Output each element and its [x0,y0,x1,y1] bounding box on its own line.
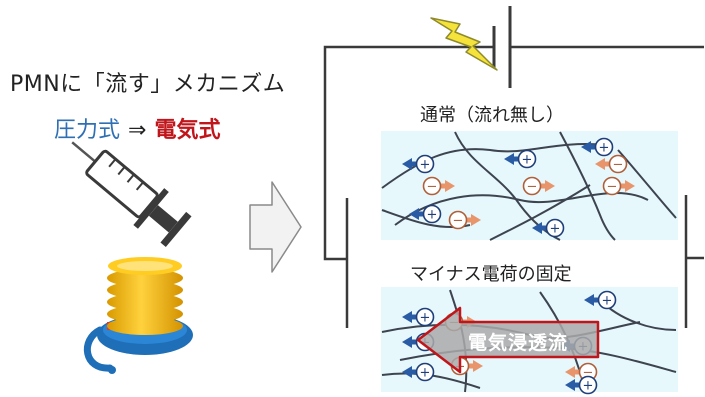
mechanism-title: PMNに「流す」メカニズム [10,72,286,97]
ion-direction-arrow [565,366,575,378]
ion-arrow-shaft [419,211,423,217]
plus-sign: + [420,158,431,173]
ion-circle [415,307,435,327]
electric-method-label: 電気式 [154,118,221,143]
plus-sign: + [420,311,431,326]
ion-arrow-shaft [412,314,416,320]
minus-sign: − [453,214,464,229]
ion-arrow-shaft [591,144,595,150]
plus-sign: + [583,379,594,394]
ion-circle [602,176,622,196]
ion-circle [578,375,598,395]
ion-direction-arrow [565,379,575,391]
ion-arrow-shaft [469,363,473,369]
ion-direction-arrow [409,208,419,220]
ion-direction-arrow [504,153,514,165]
ion-direction-arrow [595,158,605,170]
positive-ion: + [402,154,435,174]
negative-ion: − [448,210,481,230]
ion-circle [597,290,617,310]
ion-arrow-shaft [542,225,546,231]
ion-circle [608,154,628,174]
positive-ion: + [584,290,617,310]
ion-direction-arrow [545,180,555,192]
ion-arrow-shaft [605,161,609,167]
ion-arrow-shaft [621,183,625,189]
plus-sign: + [599,141,610,156]
ion-circle [415,362,435,382]
negative-ion: − [422,176,455,196]
lightning-bolt-icon [430,17,498,71]
ion-direction-arrow [584,294,594,306]
positive-ion: + [402,307,435,327]
plus-sign: + [550,222,561,237]
ion-arrow-shaft [575,369,579,375]
ion-direction-arrow [445,180,455,192]
ion-direction-arrow [532,222,542,234]
method-comparison: 圧力式 ⇒ 電気式 [54,112,220,144]
fixed-charge-label: マイナス電荷の固定 [410,264,572,285]
ion-direction-arrow [625,180,635,192]
normal-state-label: 通常（流れ無し） [420,105,564,126]
ion-circle [415,154,435,174]
ion-direction-arrow [402,158,412,170]
circuit-wires [323,45,704,328]
negative-ion: − [595,154,628,174]
ion-direction-arrow [402,366,412,378]
ion-circle [422,176,442,196]
positive-ion: + [402,362,435,382]
ion-circle [545,218,565,238]
ion-arrow-shaft [594,297,598,303]
ion-arrow-shaft [575,382,579,388]
ion-direction-arrow [581,141,591,153]
ion-arrow-shaft [541,183,545,189]
minus-sign: − [427,180,438,195]
foot-pump-icon [83,257,193,374]
ion-circle [517,149,537,169]
plus-sign: + [522,153,533,168]
positive-ion: + [504,149,537,169]
minus-sign: − [527,180,538,195]
ion-direction-arrow [473,360,483,372]
minus-sign: − [613,158,624,173]
ion-arrow-shaft [412,369,416,375]
positive-ion: + [565,375,598,395]
battery-symbol-icon [492,6,512,88]
ion-arrow-shaft [441,183,445,189]
ion-arrow-shaft [412,161,416,167]
ion-circle [522,176,542,196]
positive-ion: + [581,137,614,157]
pressure-method-label: 圧力式 [54,118,121,143]
minus-sign: − [583,366,594,381]
block-arrow-right-icon [249,181,302,273]
ion-circle [422,204,442,224]
ion-circle [448,210,468,230]
plus-sign: + [602,294,613,309]
minus-sign: − [607,180,618,195]
electroosmotic-flow-label: 電気浸透流 [468,332,569,354]
ion-arrow-shaft [514,156,518,162]
ion-direction-arrow [402,311,412,323]
negative-ion: − [602,176,635,196]
ion-direction-arrow [471,214,481,226]
negative-ion: − [522,176,555,196]
plus-sign: + [420,366,431,381]
plus-sign: + [427,208,438,223]
positive-ion: + [532,218,565,238]
ion-arrow-shaft [467,217,471,223]
ion-circle [594,137,614,157]
ion-arrow-shaft [412,339,416,345]
implies-arrow: ⇒ [128,118,147,143]
positive-ion: + [409,204,442,224]
electroosmotic-flow-arrow [416,306,600,374]
syringe-icon [71,141,192,247]
ion-direction-arrow [402,336,412,348]
